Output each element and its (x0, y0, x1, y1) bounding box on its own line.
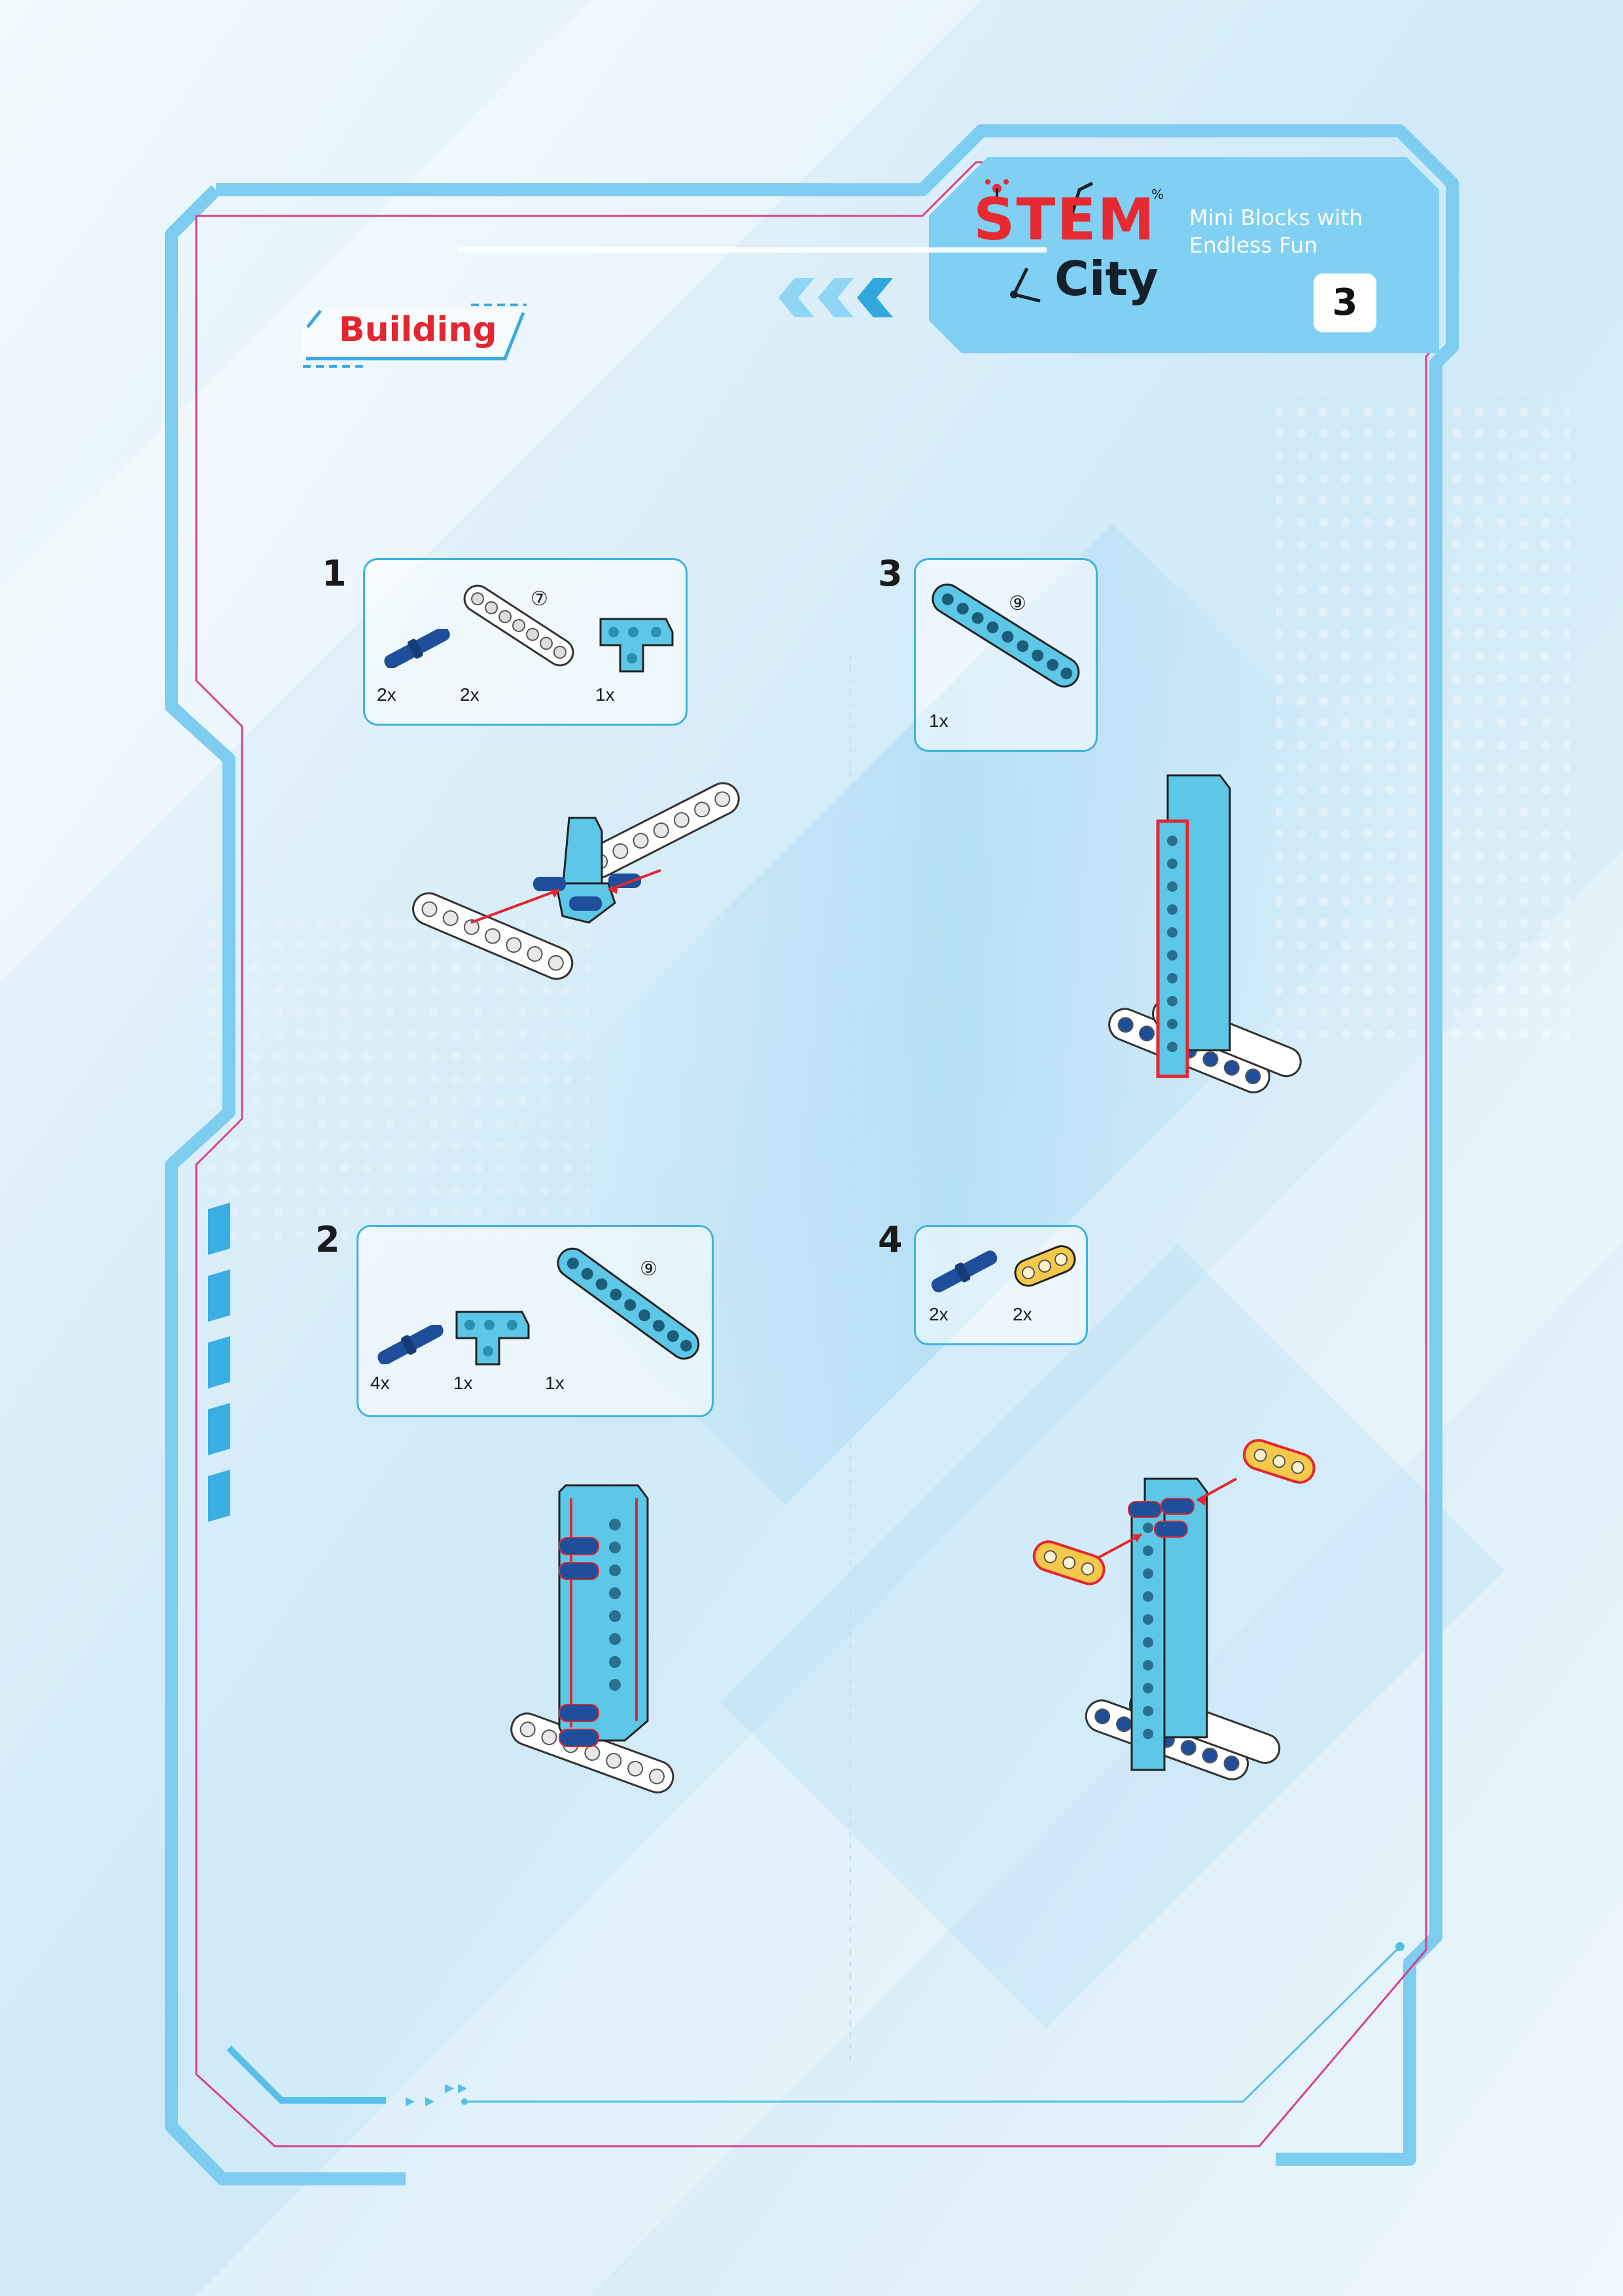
step-2-number: 2 (315, 1219, 340, 1260)
step-2-beam-size-label: ⑨ (640, 1258, 657, 1280)
tagline: Mini Blocks with Endless Fun (1189, 205, 1363, 258)
step-4-assembly-illustration (1032, 1439, 1316, 1780)
step-1-qty-white-beam: 2x (460, 684, 480, 705)
yellow-beam-3-icon (1014, 1245, 1076, 1287)
robot-arm-logo-icon: % (985, 179, 1164, 303)
step-3-number: 3 (878, 553, 903, 594)
brand-logo: % (968, 170, 1178, 314)
white-beam-7-icon (463, 584, 574, 667)
svg-text:%: % (1151, 186, 1164, 202)
cyan-beam-9-icon (557, 1247, 700, 1360)
cyan-t-beam-icon (599, 618, 674, 673)
step-3-beam-size-label: ⑨ (1009, 592, 1026, 615)
step-2-parts-box: ⑨ 4x 1x 1x (357, 1225, 714, 1417)
step-1-beam-size-label: ⑦ (531, 588, 548, 610)
step-1-qty-t-beam: 1x (595, 684, 615, 705)
pin-connector-icon (931, 1250, 998, 1293)
page-number: 3 (1314, 274, 1376, 332)
step-4-qty-yellow-beam: 2x (1013, 1304, 1032, 1324)
step-2-qty-pin: 4x (370, 1373, 390, 1393)
step-1-number: 1 (322, 553, 347, 594)
step-4-qty-pin: 2x (929, 1304, 949, 1324)
step-1-assembly-illustration (412, 782, 740, 980)
step-1-qty-pin: 2x (377, 684, 396, 705)
pin-connector-icon (377, 1325, 444, 1364)
step-3-assembly-illustration (1108, 774, 1302, 1093)
cyan-beam-9-icon (932, 583, 1080, 688)
section-title: Building (339, 310, 497, 349)
step-3-qty-beam: 1x (929, 711, 949, 731)
brand-stem-text: STEM (973, 186, 1157, 253)
pin-connector-icon (384, 629, 450, 668)
step-3-parts-box: ⑨ 1x (914, 558, 1098, 752)
step-2-assembly-illustration (510, 1484, 674, 1793)
step-4-parts-box: 2x 2x (914, 1225, 1088, 1345)
step-1-parts-box: ⑦ 2x 2x 1x (363, 558, 688, 726)
step-4-number: 4 (878, 1219, 903, 1260)
step-2-qty-beam: 1x (545, 1373, 565, 1393)
step-2-qty-t-beam: 1x (453, 1373, 473, 1393)
brand-city-text: City (1055, 251, 1159, 306)
cyan-t-beam-icon (455, 1311, 530, 1366)
